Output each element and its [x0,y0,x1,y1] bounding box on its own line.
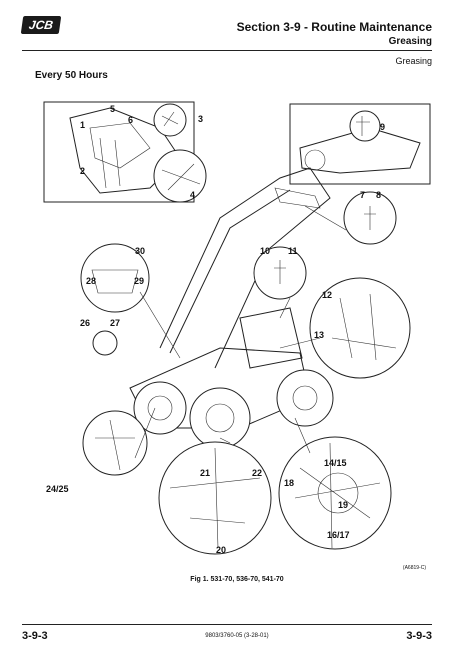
document-reference: 9803/3760-05 (3-28-01) [205,633,269,639]
callout-6: 6 [128,115,133,125]
callout-3: 3 [198,114,203,124]
inset-boom-pivot [43,101,207,203]
callout-13: 13 [314,330,324,340]
callout-26: 26 [80,318,90,328]
figure-caption: Fig 1. 531-70, 536-70, 541-70 [190,576,284,583]
callout-21: 21 [200,468,210,478]
jcb-logo: JCB [20,16,62,34]
callout-19: 19 [338,500,348,510]
footer-divider [22,624,432,625]
section-title: Section 3-9 - Routine Maintenance [236,20,432,34]
callout-5: 5 [110,104,115,114]
callout-18: 18 [284,478,294,488]
callout-30: 30 [135,246,145,256]
interval-heading: Every 50 Hours [35,70,108,81]
callout-labels: 1 2 3 4 5 6 7 8 9 10 11 12 13 14/15 16/1… [46,104,385,555]
callout-11: 11 [288,246,298,256]
callout-20: 20 [216,545,226,555]
callout-4: 4 [190,190,195,200]
callout-14-15: 14/15 [324,458,347,468]
inset-boom-head [289,103,431,185]
detail-circles [80,191,411,555]
figure-code: (A6819-C) [402,565,426,571]
header-divider [22,50,432,51]
callout-9: 9 [380,122,385,132]
telehandler-outline [129,167,334,449]
page-number-right: 3-9-3 [406,630,432,642]
callout-7: 7 [360,190,365,200]
callout-8: 8 [376,190,381,200]
callout-16-17: 16/17 [327,530,350,540]
page-subtitle: Greasing [395,56,432,66]
callout-10: 10 [260,246,270,256]
callout-29: 29 [134,276,144,286]
callout-12: 12 [322,290,332,300]
callout-22: 22 [252,468,262,478]
callout-2: 2 [80,166,85,176]
callout-1: 1 [80,120,85,130]
callout-28: 28 [86,276,96,286]
section-subtitle: Greasing [388,36,432,47]
greasing-diagram: 1 2 3 4 5 6 7 8 9 10 11 12 13 14/15 16/1… [43,101,431,555]
callout-24-25: 24/25 [46,484,69,494]
page-number-left: 3-9-3 [22,630,48,642]
callout-27: 27 [110,318,120,328]
